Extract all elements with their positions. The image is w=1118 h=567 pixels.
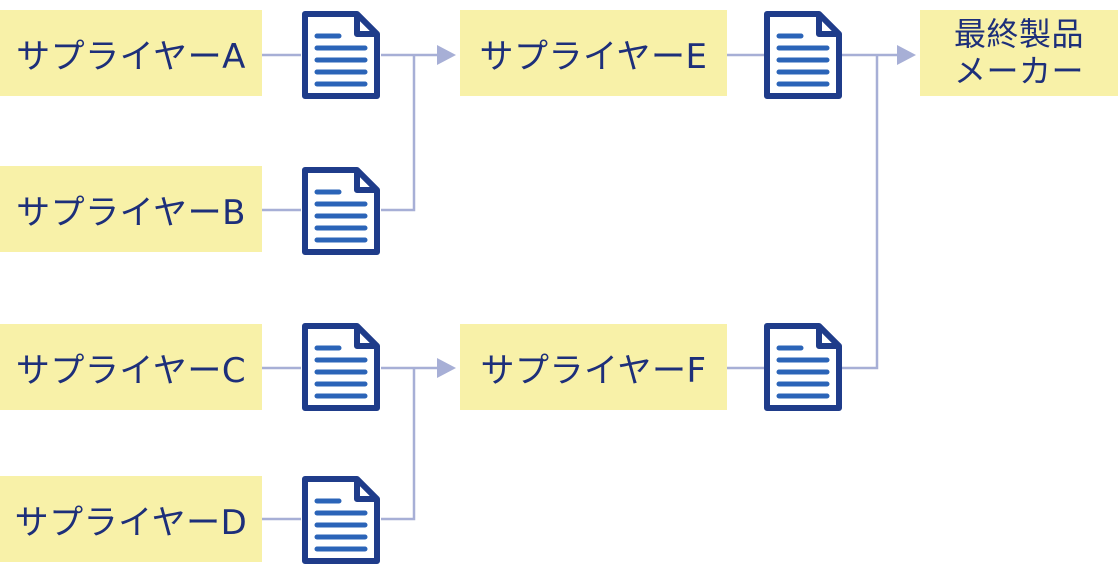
supplier-c-box: サプライヤーC xyxy=(0,324,262,410)
document-icon xyxy=(302,11,380,99)
supplier-d-label: サプライヤーD xyxy=(14,502,248,543)
supplier-b-box: サプライヤーB xyxy=(0,166,262,252)
supplier-b-label: サプライヤーB xyxy=(16,192,246,233)
supplier-e-box: サプライヤーE xyxy=(460,10,727,96)
document-icon xyxy=(764,323,842,411)
final-maker-label-line2: メーカー xyxy=(953,52,1084,90)
supplier-e-label: サプライヤーE xyxy=(479,36,708,77)
arrow-right-icon xyxy=(437,45,456,65)
supplier-c-label: サプライヤーC xyxy=(15,350,247,391)
final-maker-box: 最終製品 メーカー xyxy=(920,10,1118,96)
supplier-d-box: サプライヤーD xyxy=(0,476,262,562)
document-icon xyxy=(302,167,380,255)
supplier-f-label: サプライヤーF xyxy=(480,350,707,391)
arrow-right-icon xyxy=(437,358,456,378)
document-icon xyxy=(302,476,380,564)
document-icon xyxy=(764,11,842,99)
arrow-right-icon xyxy=(897,45,916,65)
document-icon xyxy=(302,323,380,411)
supplier-f-box: サプライヤーF xyxy=(460,324,727,410)
final-maker-label-line1: 最終製品 xyxy=(953,15,1084,53)
supplier-a-box: サプライヤーA xyxy=(0,10,262,96)
supplier-a-label: サプライヤーA xyxy=(16,36,246,77)
